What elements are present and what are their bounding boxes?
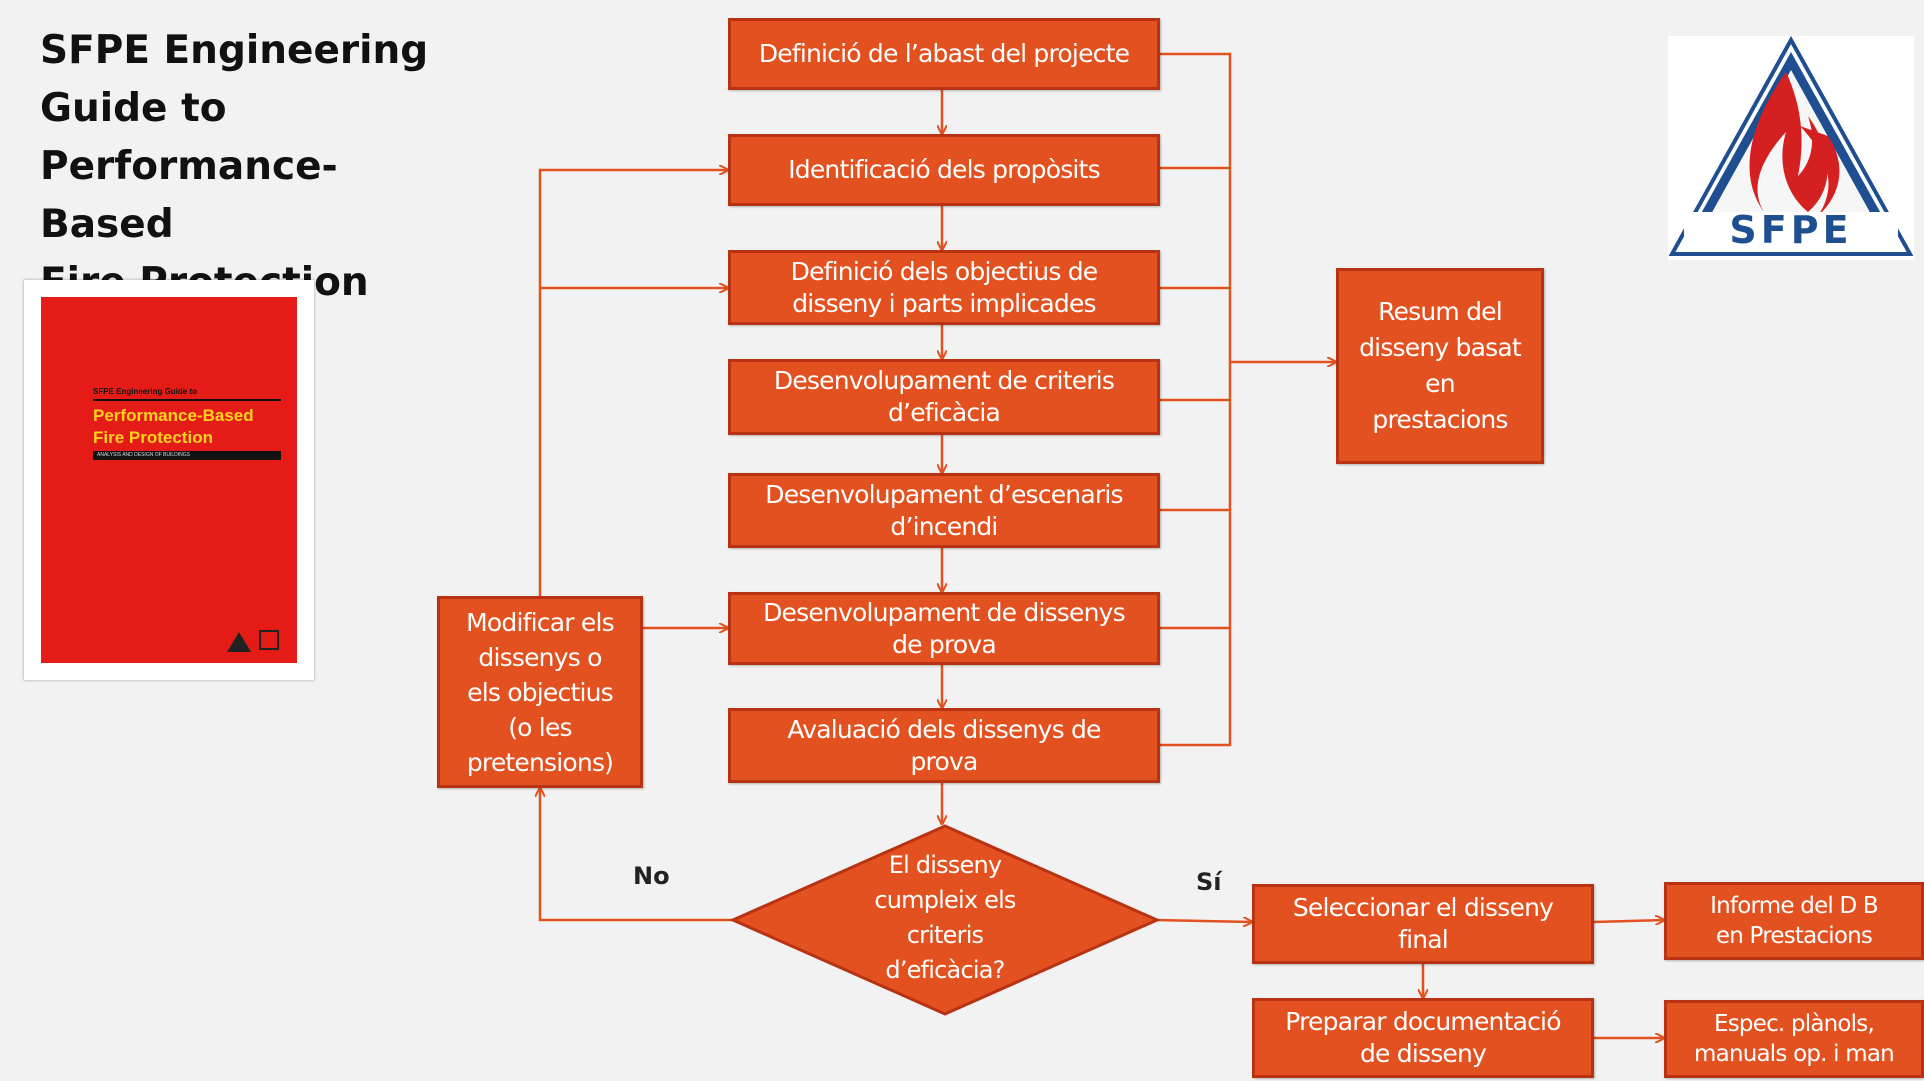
step-scenarios-label: Desenvolupament d’escenaris [765, 479, 1123, 509]
step-criteria-label: d’eficàcia [887, 398, 1001, 427]
step-prepare-docs-label: de disseny [1359, 1039, 1487, 1068]
arrow-select-report [1593, 920, 1664, 922]
step-evaluation-label: prova [910, 746, 978, 776]
step-report: Informe del D B en Prestacions [1664, 882, 1924, 960]
step-trial-designs-label: de prova [892, 629, 997, 659]
publisher-square-icon [259, 630, 279, 650]
step-report-label: Informe del D B [1710, 893, 1879, 919]
step-report-label: en Prestacions [1715, 923, 1873, 949]
step-trial-designs-label: Desenvolupament de dissenys [763, 597, 1126, 627]
step-select-final: Seleccionar el disseny final [1252, 884, 1594, 964]
sfpe-logo: SFPE [1668, 35, 1914, 260]
step-objectives-label: Definició dels objectius de [790, 256, 1099, 286]
step-scope-label: Definició de l’abast del projecte [758, 39, 1130, 68]
book-cover-title-line: Fire Protection [93, 428, 213, 447]
step-select-final-label: final [1398, 925, 1449, 954]
step-objectives-label: disseny i parts implicades [792, 288, 1096, 318]
step-summary-label: disseny basat [1359, 333, 1522, 362]
step-scenarios-label: d’incendi [890, 511, 998, 541]
step-summary-label: prestacions [1372, 405, 1508, 434]
arrow-modify-goals [538, 170, 728, 596]
step-scenarios: Desenvolupament d’escenaris d’incendi [728, 473, 1160, 548]
step-select-final-label: Seleccionar el disseny [1292, 893, 1554, 922]
decision-text-line: cumpleix els [874, 886, 1016, 914]
step-evaluation: Avaluació dels dissenys de prova [728, 708, 1160, 783]
arrow-decision-no [540, 788, 734, 922]
step-modify-label: Modificar els [466, 607, 614, 637]
step-goals: Identificació dels propòsits [728, 134, 1160, 206]
book-cover: SFPE Engineering Guide to Performance-Ba… [41, 297, 297, 663]
decision-diamond [729, 824, 1161, 1016]
step-modify-label: (o les [508, 712, 572, 742]
book-cover-title: Performance-Based Fire Protection [93, 405, 254, 449]
step-objectives: Definició dels objectius de disseny i pa… [728, 250, 1160, 325]
step-modify-label: dissenys o [478, 642, 602, 672]
no-label: No [633, 862, 670, 890]
book-cover-rule [93, 399, 281, 401]
step-criteria-label: Desenvolupament de criteris [773, 366, 1115, 395]
title-line: Performance-Based [40, 144, 338, 247]
sfpe-logo-text: SFPE [1729, 208, 1852, 252]
step-modify-label: pretensions) [466, 747, 614, 777]
step-summary: Resum del disseny basat en prestacions [1336, 268, 1544, 464]
step-modify: Modificar els dissenys o els objectius (… [437, 596, 643, 788]
step-goals-label: Identificació dels propòsits [788, 155, 1100, 184]
step-prepare-docs: Preparar documentació de disseny [1252, 998, 1594, 1078]
book-cover-band: ANALYSIS AND DESIGN OF BUILDINGS [93, 451, 281, 460]
book-cover-subtitle: SFPE Engineering Guide to [93, 387, 198, 396]
step-specs-label: Espec. plànols, [1714, 1011, 1875, 1037]
title-line: SFPE Engineering [40, 28, 429, 73]
step-scope: Definició de l’abast del projecte [728, 18, 1160, 90]
decision-text-line: El disseny [888, 851, 1002, 879]
sfpe-flame-triangle-icon: SFPE [1668, 35, 1914, 256]
step-summary-label: Resum del [1378, 297, 1503, 326]
decision-text-line: d’eficàcia? [885, 956, 1005, 984]
step-summary-label: en [1425, 369, 1455, 398]
step-trial-designs: Desenvolupament de dissenys de prova [728, 592, 1160, 665]
step-modify-label: els objectius [467, 677, 614, 707]
step-prepare-docs-label: Preparar documentació [1285, 1007, 1561, 1036]
step-specs-label: manuals op. i man [1694, 1041, 1895, 1067]
publisher-triangle-icon [227, 632, 251, 652]
book-cover-image: SFPE Engineering Guide to Performance-Ba… [24, 280, 314, 680]
arrow-decision-yes [1154, 920, 1252, 922]
book-cover-title-line: Performance-Based [93, 406, 254, 425]
decision-text-line: criteris [906, 921, 984, 949]
yes-label: Sí [1196, 868, 1222, 896]
decision-text: El disseny cumpleix els criteris d’eficà… [820, 848, 1070, 988]
step-specs: Espec. plànols, manuals op. i man [1664, 1000, 1924, 1078]
step-evaluation-label: Avaluació dels dissenys de [787, 714, 1101, 744]
step-criteria: Desenvolupament de criteris d’eficàcia [728, 359, 1160, 435]
title-line: Guide to [40, 86, 227, 131]
